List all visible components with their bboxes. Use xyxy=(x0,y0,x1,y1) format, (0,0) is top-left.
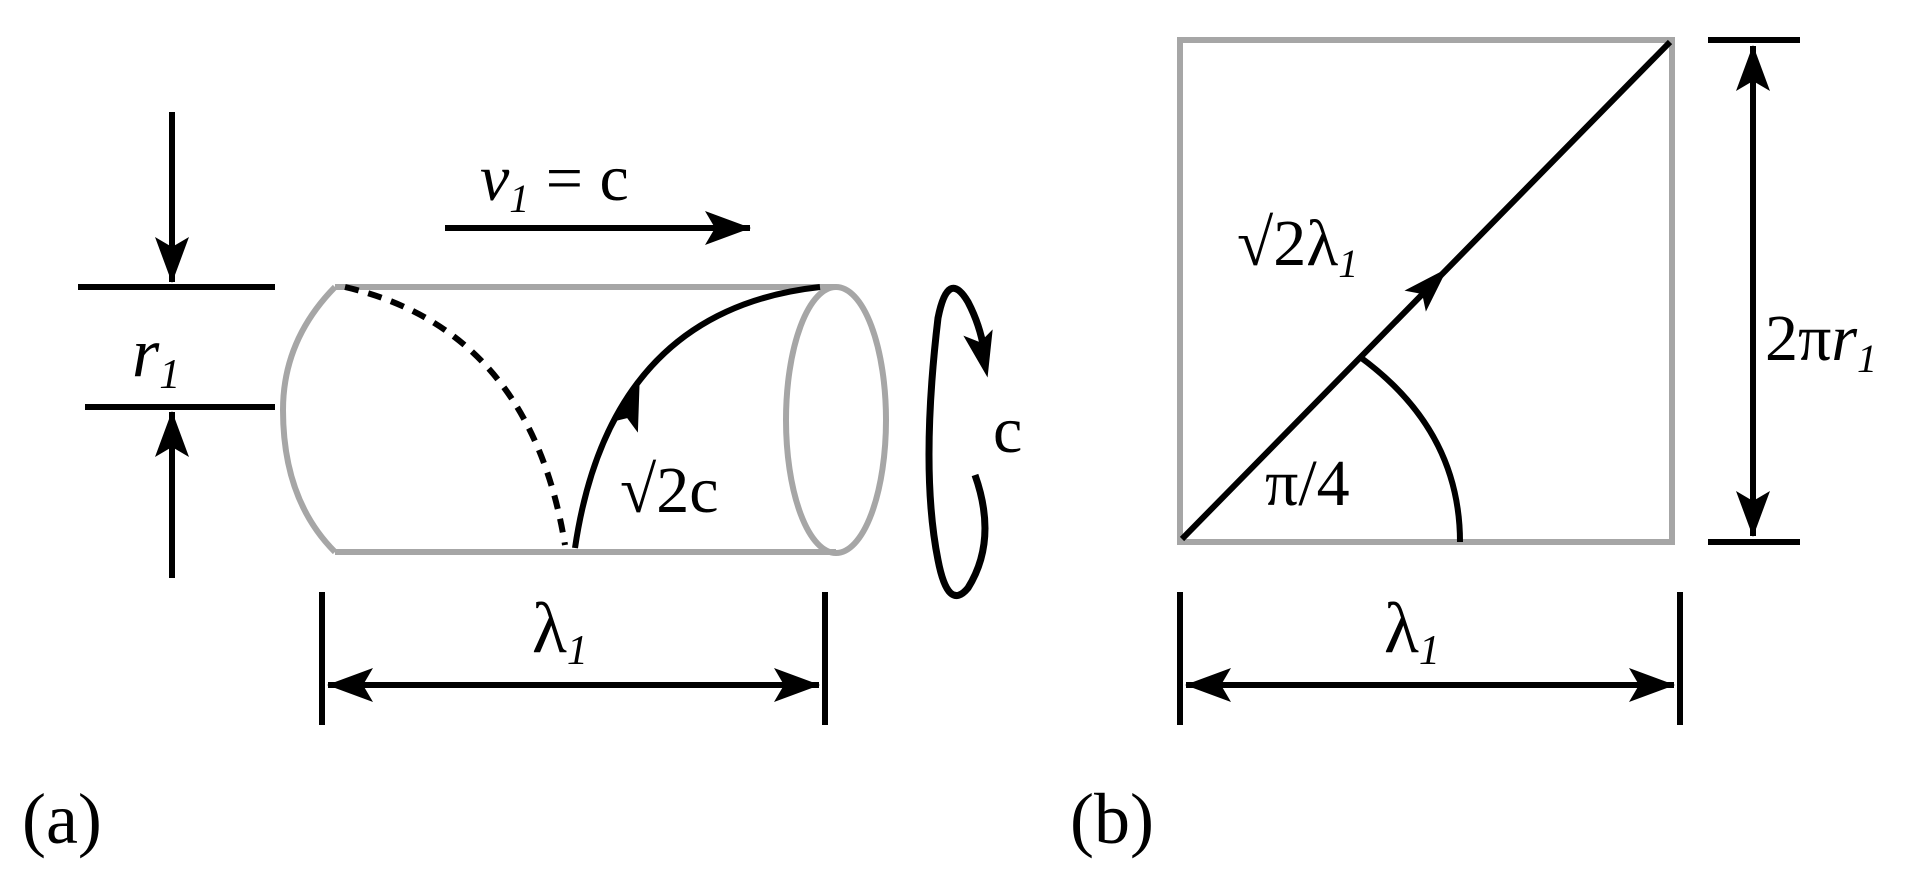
hidden-helix-path xyxy=(344,284,568,546)
diagonal-label: √2λ1 xyxy=(1237,207,1358,286)
helix-arrowhead xyxy=(609,384,640,433)
angle-arc xyxy=(1358,354,1463,543)
rotation-arrowhead xyxy=(963,329,993,378)
angle-label: π/4 xyxy=(1265,447,1350,520)
rotation-label: c xyxy=(993,394,1022,467)
height-label: 2πr1 xyxy=(1765,302,1877,381)
helix-path xyxy=(572,284,821,549)
panel-b: √2λ1 π/4 2πr1 λ1 (b) xyxy=(1070,37,1877,859)
wavelength-dimension-b: λ1 xyxy=(1177,588,1683,725)
height-dimension: 2πr1 xyxy=(1708,37,1877,545)
rotation-arrow-icon xyxy=(925,284,989,600)
unrolled-cylinder-square xyxy=(1177,37,1675,545)
cylinder-left-end xyxy=(279,284,338,555)
cylinder-right-end xyxy=(783,284,889,556)
wavelength-dimension-a: λ1 xyxy=(319,588,828,725)
cylinder xyxy=(279,284,889,556)
helix-speed-label: √2c xyxy=(620,454,719,527)
velocity-indicator: v1 = c xyxy=(445,142,751,245)
velocity-label: v1 = c xyxy=(480,142,629,221)
radius-label: r1 xyxy=(132,315,180,398)
panel-a-label: (a) xyxy=(22,779,102,859)
panel-b-label: (b) xyxy=(1070,779,1154,859)
wavelength-b-label: λ1 xyxy=(1384,588,1440,674)
diagonal-arrowhead xyxy=(1404,268,1448,312)
radius-dimension: r1 xyxy=(78,112,275,578)
panel-a: r1 v1 = c √2c c xyxy=(22,112,1022,859)
rotation-indicator: c xyxy=(925,284,1022,600)
wavelength-a-label: λ1 xyxy=(532,588,588,674)
